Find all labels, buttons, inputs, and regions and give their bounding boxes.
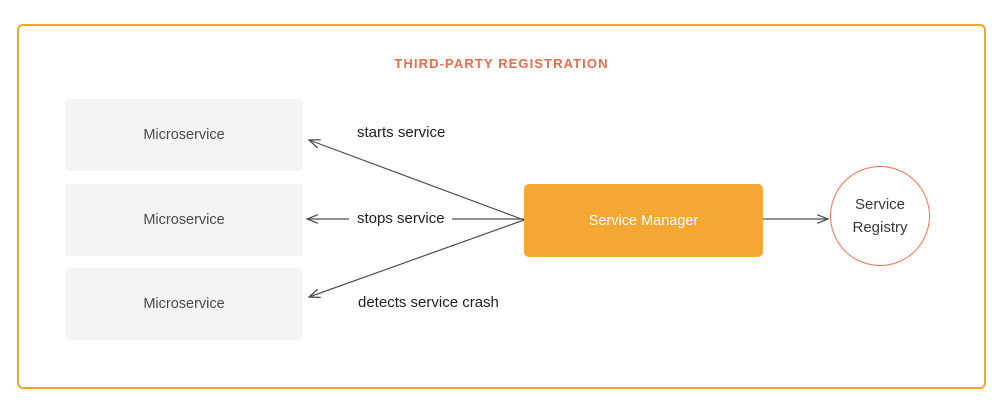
edge-label-stops-service: stops service [357,210,445,227]
node-microservice-2: Microservice [65,184,303,256]
edge-label-starts-service: starts service [357,124,446,141]
node-microservice-2-label: Microservice [143,212,225,228]
node-service-registry-label: Service Registry [852,196,908,236]
node-microservice-1-label: Microservice [143,127,225,143]
node-service-manager-label: Service Manager [588,212,699,229]
node-service-manager: Service Manager [524,184,763,257]
edge-label-detects-service-crash: detects service crash [358,294,499,311]
diagram-title: THIRD-PARTY REGISTRATION [394,56,609,71]
node-microservice-1: Microservice [65,99,303,171]
node-microservice-3: Microservice [65,268,303,340]
node-microservice-3-label: Microservice [143,296,225,312]
node-service-registry: Service Registry [830,166,930,266]
